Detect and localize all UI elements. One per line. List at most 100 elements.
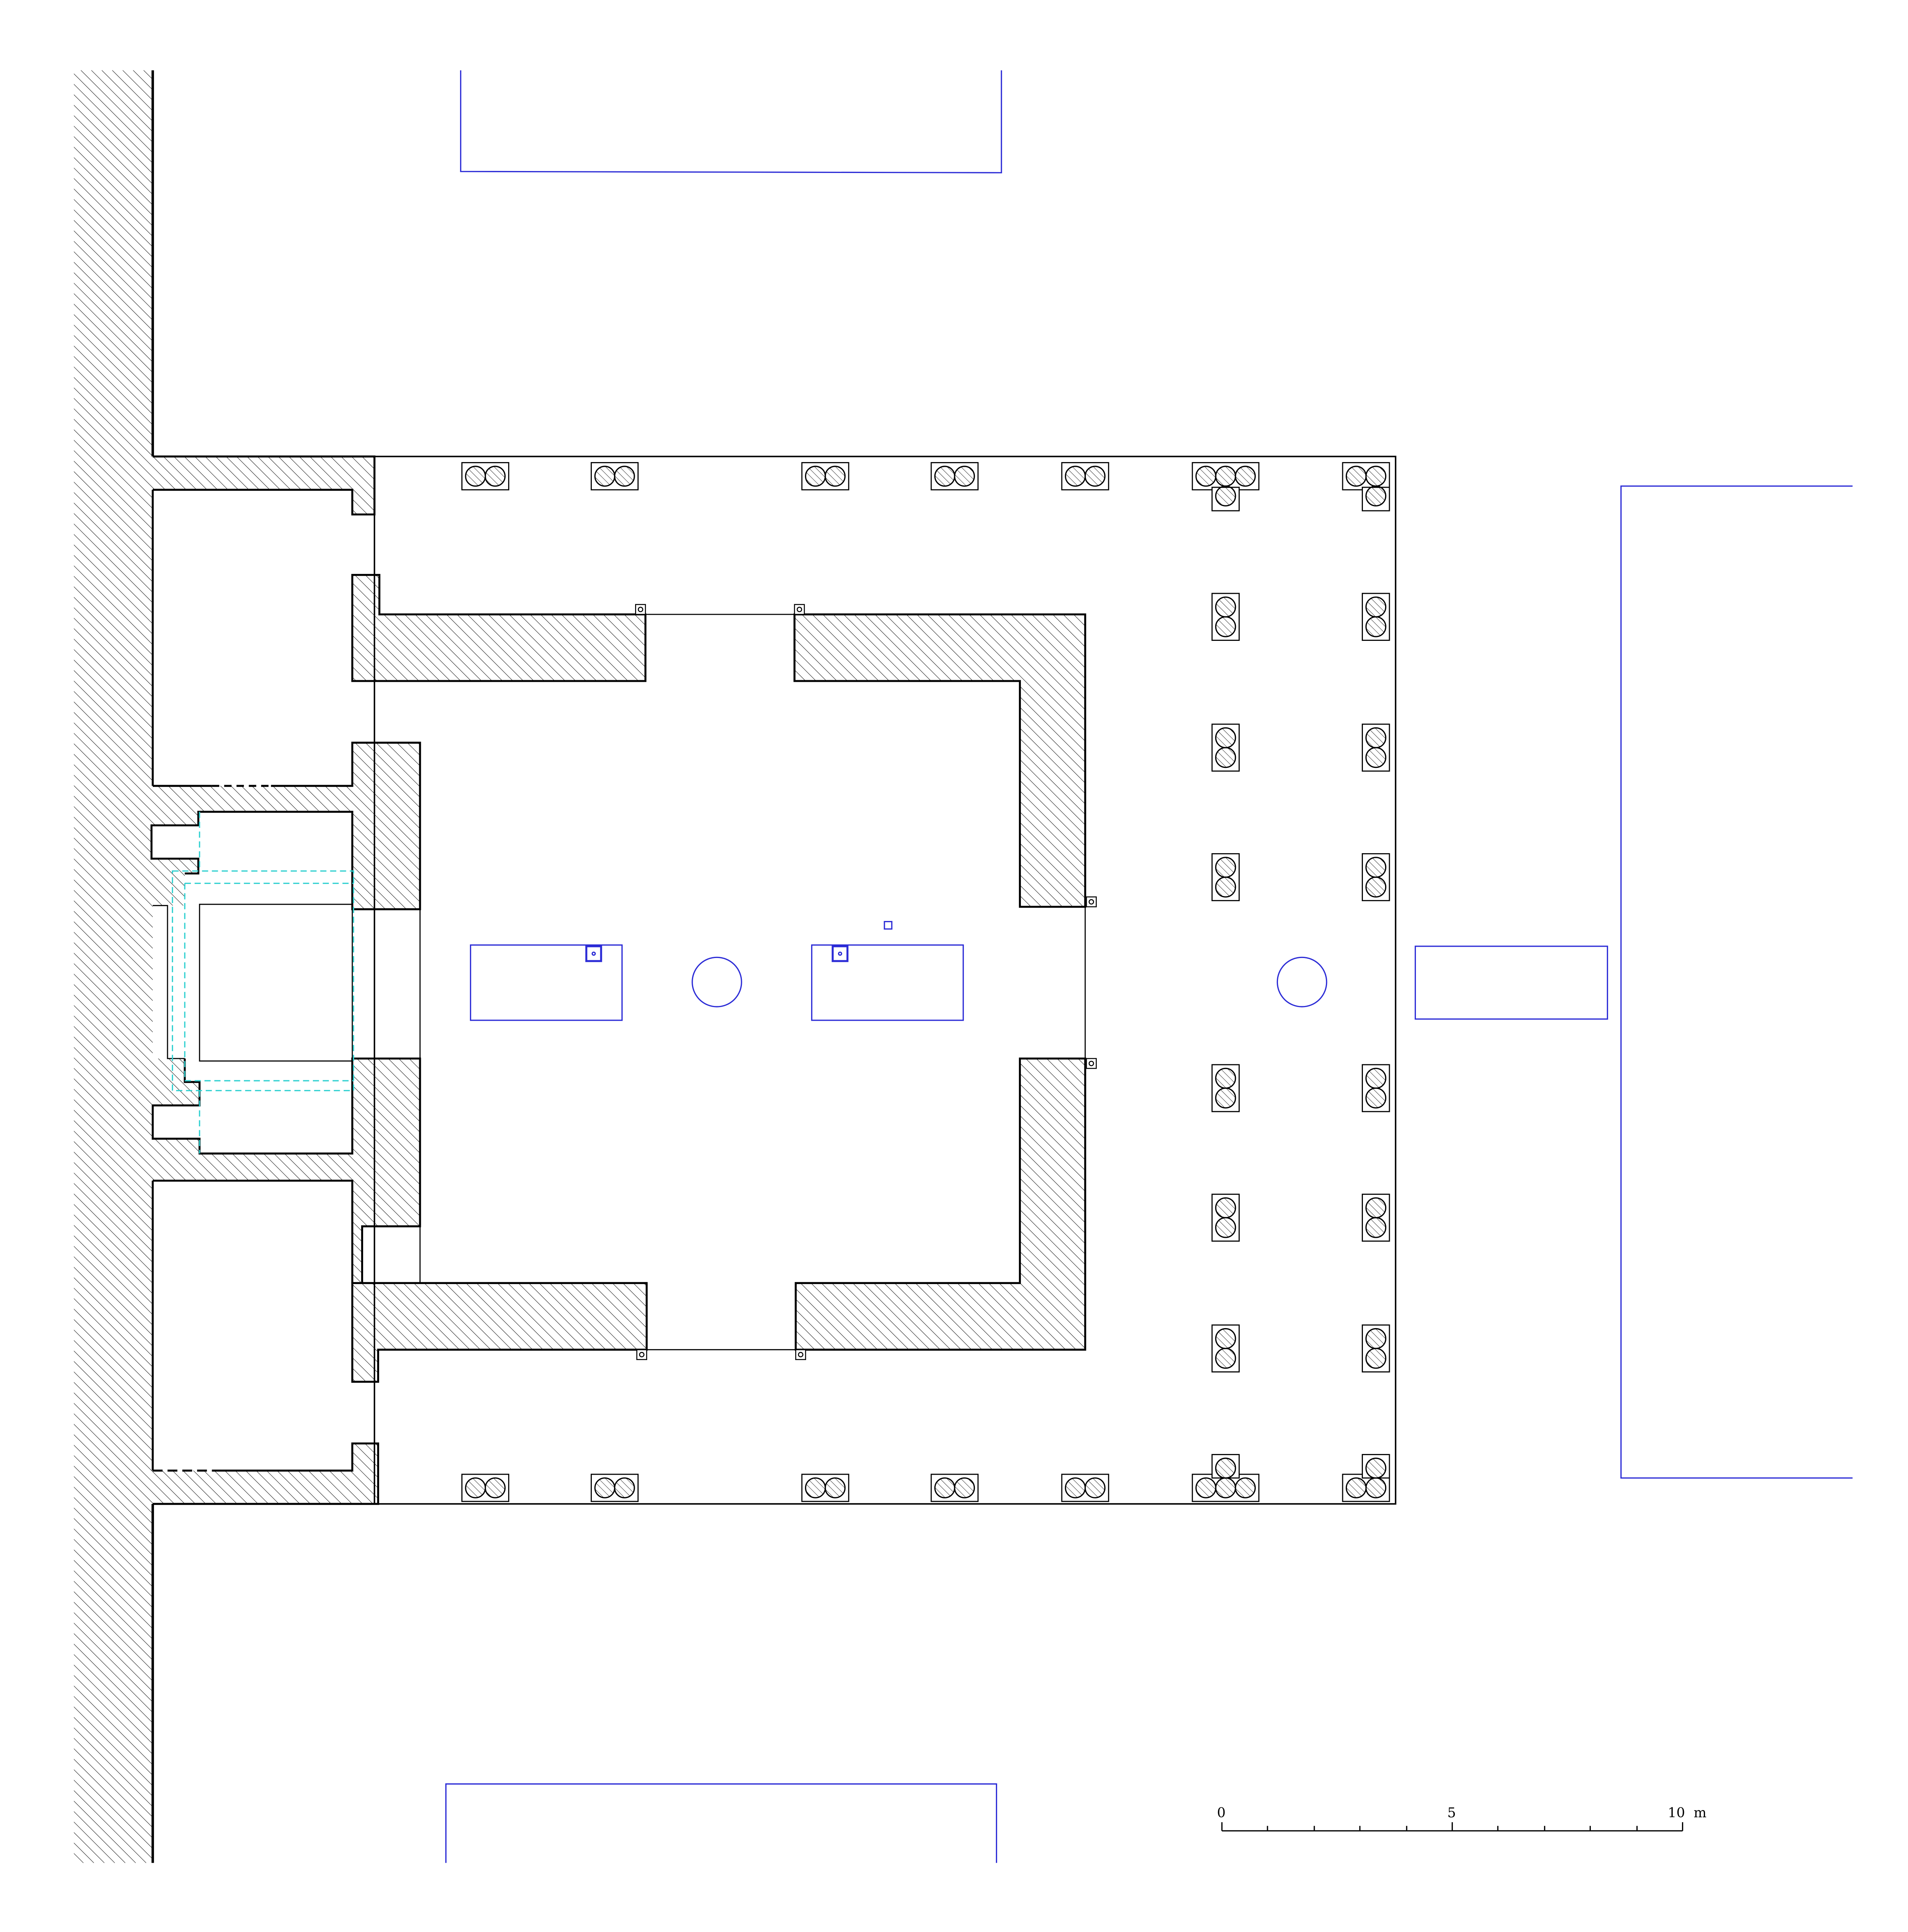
column-group	[1362, 1324, 1390, 1373]
column-drum	[1215, 1197, 1236, 1219]
column-drum	[954, 1477, 975, 1498]
column-drum	[1084, 466, 1106, 487]
column-drum	[1065, 466, 1086, 487]
column-drum	[1215, 596, 1236, 618]
column-drum	[824, 466, 846, 487]
column-groups	[461, 462, 1390, 1502]
column-group	[1061, 1473, 1109, 1502]
column-group	[591, 1473, 639, 1502]
boundary-wall	[74, 70, 420, 1863]
column-drum	[1215, 616, 1236, 637]
column-drum	[594, 1477, 616, 1498]
column-group	[1362, 1064, 1390, 1112]
column-group	[801, 1473, 849, 1502]
inner-building-walls	[351, 574, 1086, 1383]
column-drum	[614, 1477, 635, 1498]
column-drum	[1195, 466, 1216, 487]
column-drum	[1365, 485, 1387, 506]
annex-walls	[150, 455, 421, 1505]
column-group	[1211, 853, 1240, 902]
column-group	[1211, 1324, 1240, 1373]
column-drum	[1365, 466, 1387, 487]
reconstruction-features	[445, 70, 1853, 1863]
column-group	[1342, 1454, 1390, 1502]
column-drum	[485, 1477, 506, 1498]
column-drum	[1365, 747, 1387, 768]
column-drum	[1215, 876, 1236, 898]
column-drum	[824, 1477, 846, 1498]
column-drum	[1365, 1457, 1387, 1479]
column-drum	[934, 1477, 955, 1498]
column-group	[1362, 593, 1390, 641]
column-drum	[1365, 1067, 1387, 1089]
round-base-west	[692, 956, 742, 1007]
south-building-outline	[445, 1783, 997, 1863]
column-group	[591, 462, 639, 490]
column-drum	[1215, 1348, 1236, 1369]
scale-label-0: 0	[1217, 1805, 1225, 1821]
north-building-outline	[460, 70, 1002, 173]
column-drum	[1215, 1087, 1236, 1109]
post-marker	[635, 604, 646, 615]
inner-building-openings	[645, 614, 1086, 1350]
column-group	[461, 1473, 510, 1502]
east-building-outline	[1620, 485, 1853, 1479]
column-drum	[1215, 466, 1236, 487]
column-group	[1362, 1193, 1390, 1242]
post-markers	[635, 604, 1097, 1360]
hypothetical-gate-outline	[172, 812, 354, 1154]
column-drum	[1195, 1477, 1216, 1498]
scale-label-10: 10	[1668, 1805, 1685, 1821]
column-drum	[594, 466, 616, 487]
column-drum	[1365, 727, 1387, 748]
column-drum	[1365, 616, 1387, 637]
column-drum	[805, 466, 826, 487]
post-marker	[794, 604, 805, 615]
column-drum	[1065, 1477, 1086, 1498]
column-group	[801, 462, 849, 490]
column-drum	[1084, 1477, 1106, 1498]
column-group	[1061, 462, 1109, 490]
column-drum	[1365, 857, 1387, 878]
scale-bar: 0 5 10 m	[1217, 1805, 1707, 1831]
post-marker	[1086, 896, 1097, 907]
column-drum	[465, 1477, 486, 1498]
column-group	[1211, 1064, 1240, 1112]
column-drum	[1365, 1197, 1387, 1219]
column-drum	[614, 466, 635, 487]
column-drum	[1365, 596, 1387, 618]
column-group	[930, 462, 979, 490]
column-drum	[1215, 727, 1236, 748]
column-drum	[465, 466, 486, 487]
column-drum	[1215, 1457, 1236, 1479]
column-drum	[1345, 1477, 1367, 1498]
column-drum	[1365, 1087, 1387, 1109]
column-group	[1362, 723, 1390, 772]
post-marker	[795, 1349, 806, 1360]
column-drum	[1235, 1477, 1256, 1498]
scale-unit: m	[1694, 1805, 1707, 1821]
altar-west	[470, 944, 623, 1021]
gateway-passage	[153, 903, 421, 1283]
socket-east	[831, 945, 849, 962]
column-group	[1211, 1193, 1240, 1242]
column-drum	[1215, 857, 1236, 878]
post-marker	[636, 1349, 647, 1360]
column-drum	[1345, 466, 1367, 487]
column-drum	[934, 466, 955, 487]
column-group	[1342, 462, 1390, 512]
column-drum	[1365, 1348, 1387, 1369]
column-drum	[954, 466, 975, 487]
column-drum	[1365, 1328, 1387, 1349]
enclosure-outline	[374, 455, 1396, 1505]
column-drum	[1365, 876, 1387, 898]
column-group	[1191, 1454, 1260, 1502]
column-drum	[1365, 1217, 1387, 1238]
post-marker	[1086, 1058, 1097, 1069]
column-drum	[1215, 485, 1236, 506]
column-drum	[1215, 1217, 1236, 1238]
column-group	[1362, 853, 1390, 902]
round-base-east	[1276, 956, 1327, 1007]
socket-west	[585, 945, 602, 962]
